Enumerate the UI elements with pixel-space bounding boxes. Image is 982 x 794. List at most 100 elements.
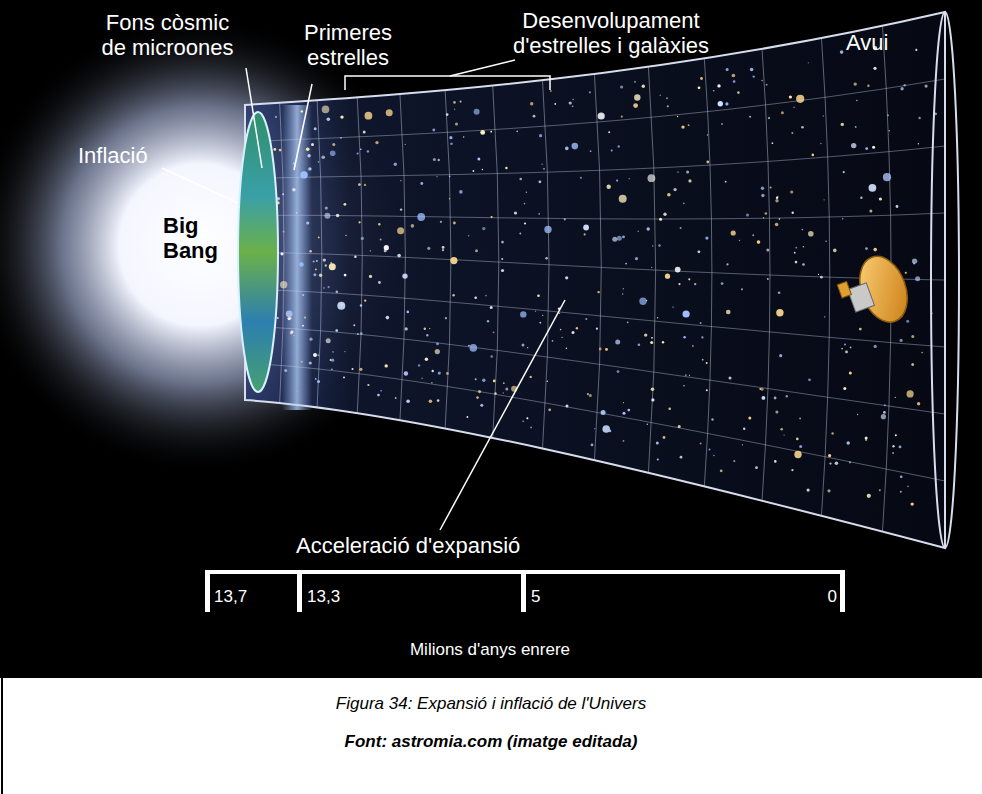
galaxy-dot: [883, 173, 891, 181]
galaxy-dot: [336, 214, 340, 218]
galaxy-dot: [777, 196, 778, 197]
galaxy-dot: [583, 225, 589, 231]
galaxy-dot: [906, 320, 909, 323]
galaxy-dot: [775, 199, 778, 202]
galaxy-dot: [344, 351, 345, 352]
galaxy-dot: [742, 444, 743, 445]
galaxy-dot: [706, 362, 708, 364]
galaxy-dot: [629, 178, 630, 179]
galaxy-dot: [757, 240, 761, 244]
galaxy-dot: [561, 337, 562, 338]
galaxy-dot: [648, 174, 656, 182]
galaxy-dot: [537, 295, 540, 298]
leader-line: [162, 168, 238, 203]
galaxy-dot: [652, 245, 653, 246]
galaxy-dot: [598, 112, 605, 119]
galaxy-dot: [539, 134, 542, 137]
galaxy-dot: [911, 502, 914, 505]
galaxy-dot: [438, 159, 440, 161]
universe-illustration: [0, 0, 982, 678]
galaxy-dot: [658, 244, 661, 247]
galaxy-dot: [733, 460, 735, 462]
galaxy-dot: [411, 224, 415, 228]
galaxy-dot: [683, 310, 690, 317]
galaxy-dot: [841, 123, 844, 126]
first-stars-band: [282, 105, 312, 410]
galaxy-dot: [544, 226, 551, 233]
galaxy-dot: [357, 153, 359, 155]
galaxy-dot: [367, 150, 369, 152]
galaxy-dot: [477, 157, 480, 160]
galaxy-dot: [711, 418, 713, 420]
galaxy-dot: [701, 336, 703, 338]
galaxy-dot: [796, 95, 804, 103]
galaxy-dot: [386, 316, 390, 320]
galaxy-dot: [850, 347, 852, 349]
illustration-panel: Fons còsmic de microonesPrimeres estrell…: [0, 0, 982, 678]
galaxy-dot: [717, 84, 720, 87]
galaxy-dot: [865, 247, 868, 250]
galaxy-dot: [615, 340, 620, 345]
galaxy-dot: [743, 428, 745, 430]
galaxy-dot: [608, 131, 610, 133]
galaxy-dot: [726, 310, 731, 315]
galaxy-dot: [781, 111, 784, 114]
galaxy-dot: [791, 469, 793, 471]
galaxy-dot: [713, 90, 715, 92]
galaxy-dot: [526, 192, 527, 193]
galaxy-dot: [321, 155, 325, 159]
galaxy-dot: [360, 148, 362, 150]
galaxy-dot: [827, 489, 830, 492]
galaxy-dot: [700, 77, 703, 80]
grid-line: [245, 363, 945, 481]
galaxy-dot: [851, 143, 856, 148]
galaxy-dot: [750, 68, 754, 72]
galaxy-dot: [306, 221, 309, 224]
galaxy-dot: [363, 131, 366, 134]
galaxy-dot: [680, 456, 683, 459]
galaxy-dot: [286, 310, 293, 317]
galaxy-dot: [746, 214, 749, 217]
galaxy-dot: [476, 396, 479, 399]
galaxy-dot: [883, 411, 886, 414]
galaxy-dot: [384, 249, 387, 252]
grid-line: [245, 79, 945, 142]
galaxy-dot: [896, 205, 899, 208]
leader-lines: [162, 60, 565, 530]
galaxy-dot: [739, 240, 740, 241]
timeline-tick: [297, 570, 302, 612]
galaxy-dot: [673, 188, 676, 191]
galaxy-dot: [494, 392, 496, 394]
galaxy-dot: [907, 390, 914, 397]
galaxy-dot: [768, 117, 770, 119]
galaxy-dot: [589, 91, 591, 93]
galaxy-dot: [326, 338, 331, 343]
galaxy-dot: [855, 126, 857, 128]
galaxy-dot: [820, 143, 821, 144]
galaxy-dot: [860, 197, 862, 199]
galaxy-dot: [361, 237, 364, 240]
galaxy-dot: [621, 116, 623, 118]
galaxy-dot: [572, 106, 574, 108]
galaxy-dot: [833, 249, 837, 253]
galaxy-dot: [317, 354, 319, 356]
galaxy-dot: [799, 445, 802, 448]
galaxy-dot: [542, 164, 543, 165]
galaxy-dot: [524, 203, 526, 205]
cmb-disk: [238, 112, 278, 392]
first-stars-label: Primeres estrelles: [292, 20, 404, 71]
galaxy-dot: [467, 416, 469, 418]
galaxy-dot: [675, 267, 681, 273]
galaxy-dot: [793, 107, 794, 108]
galaxy-dot: [849, 461, 851, 463]
galaxy-dot: [879, 489, 881, 491]
galaxy-dot: [324, 213, 330, 219]
galaxy-dot: [611, 150, 613, 152]
galaxy-dot: [450, 143, 453, 146]
galaxy-dot: [921, 352, 923, 354]
time-value: 13,7: [214, 587, 284, 607]
galaxy-dot: [749, 116, 751, 118]
galaxy-dot: [359, 221, 361, 223]
galaxy-dot: [279, 149, 282, 152]
galaxy-dot: [918, 117, 920, 119]
